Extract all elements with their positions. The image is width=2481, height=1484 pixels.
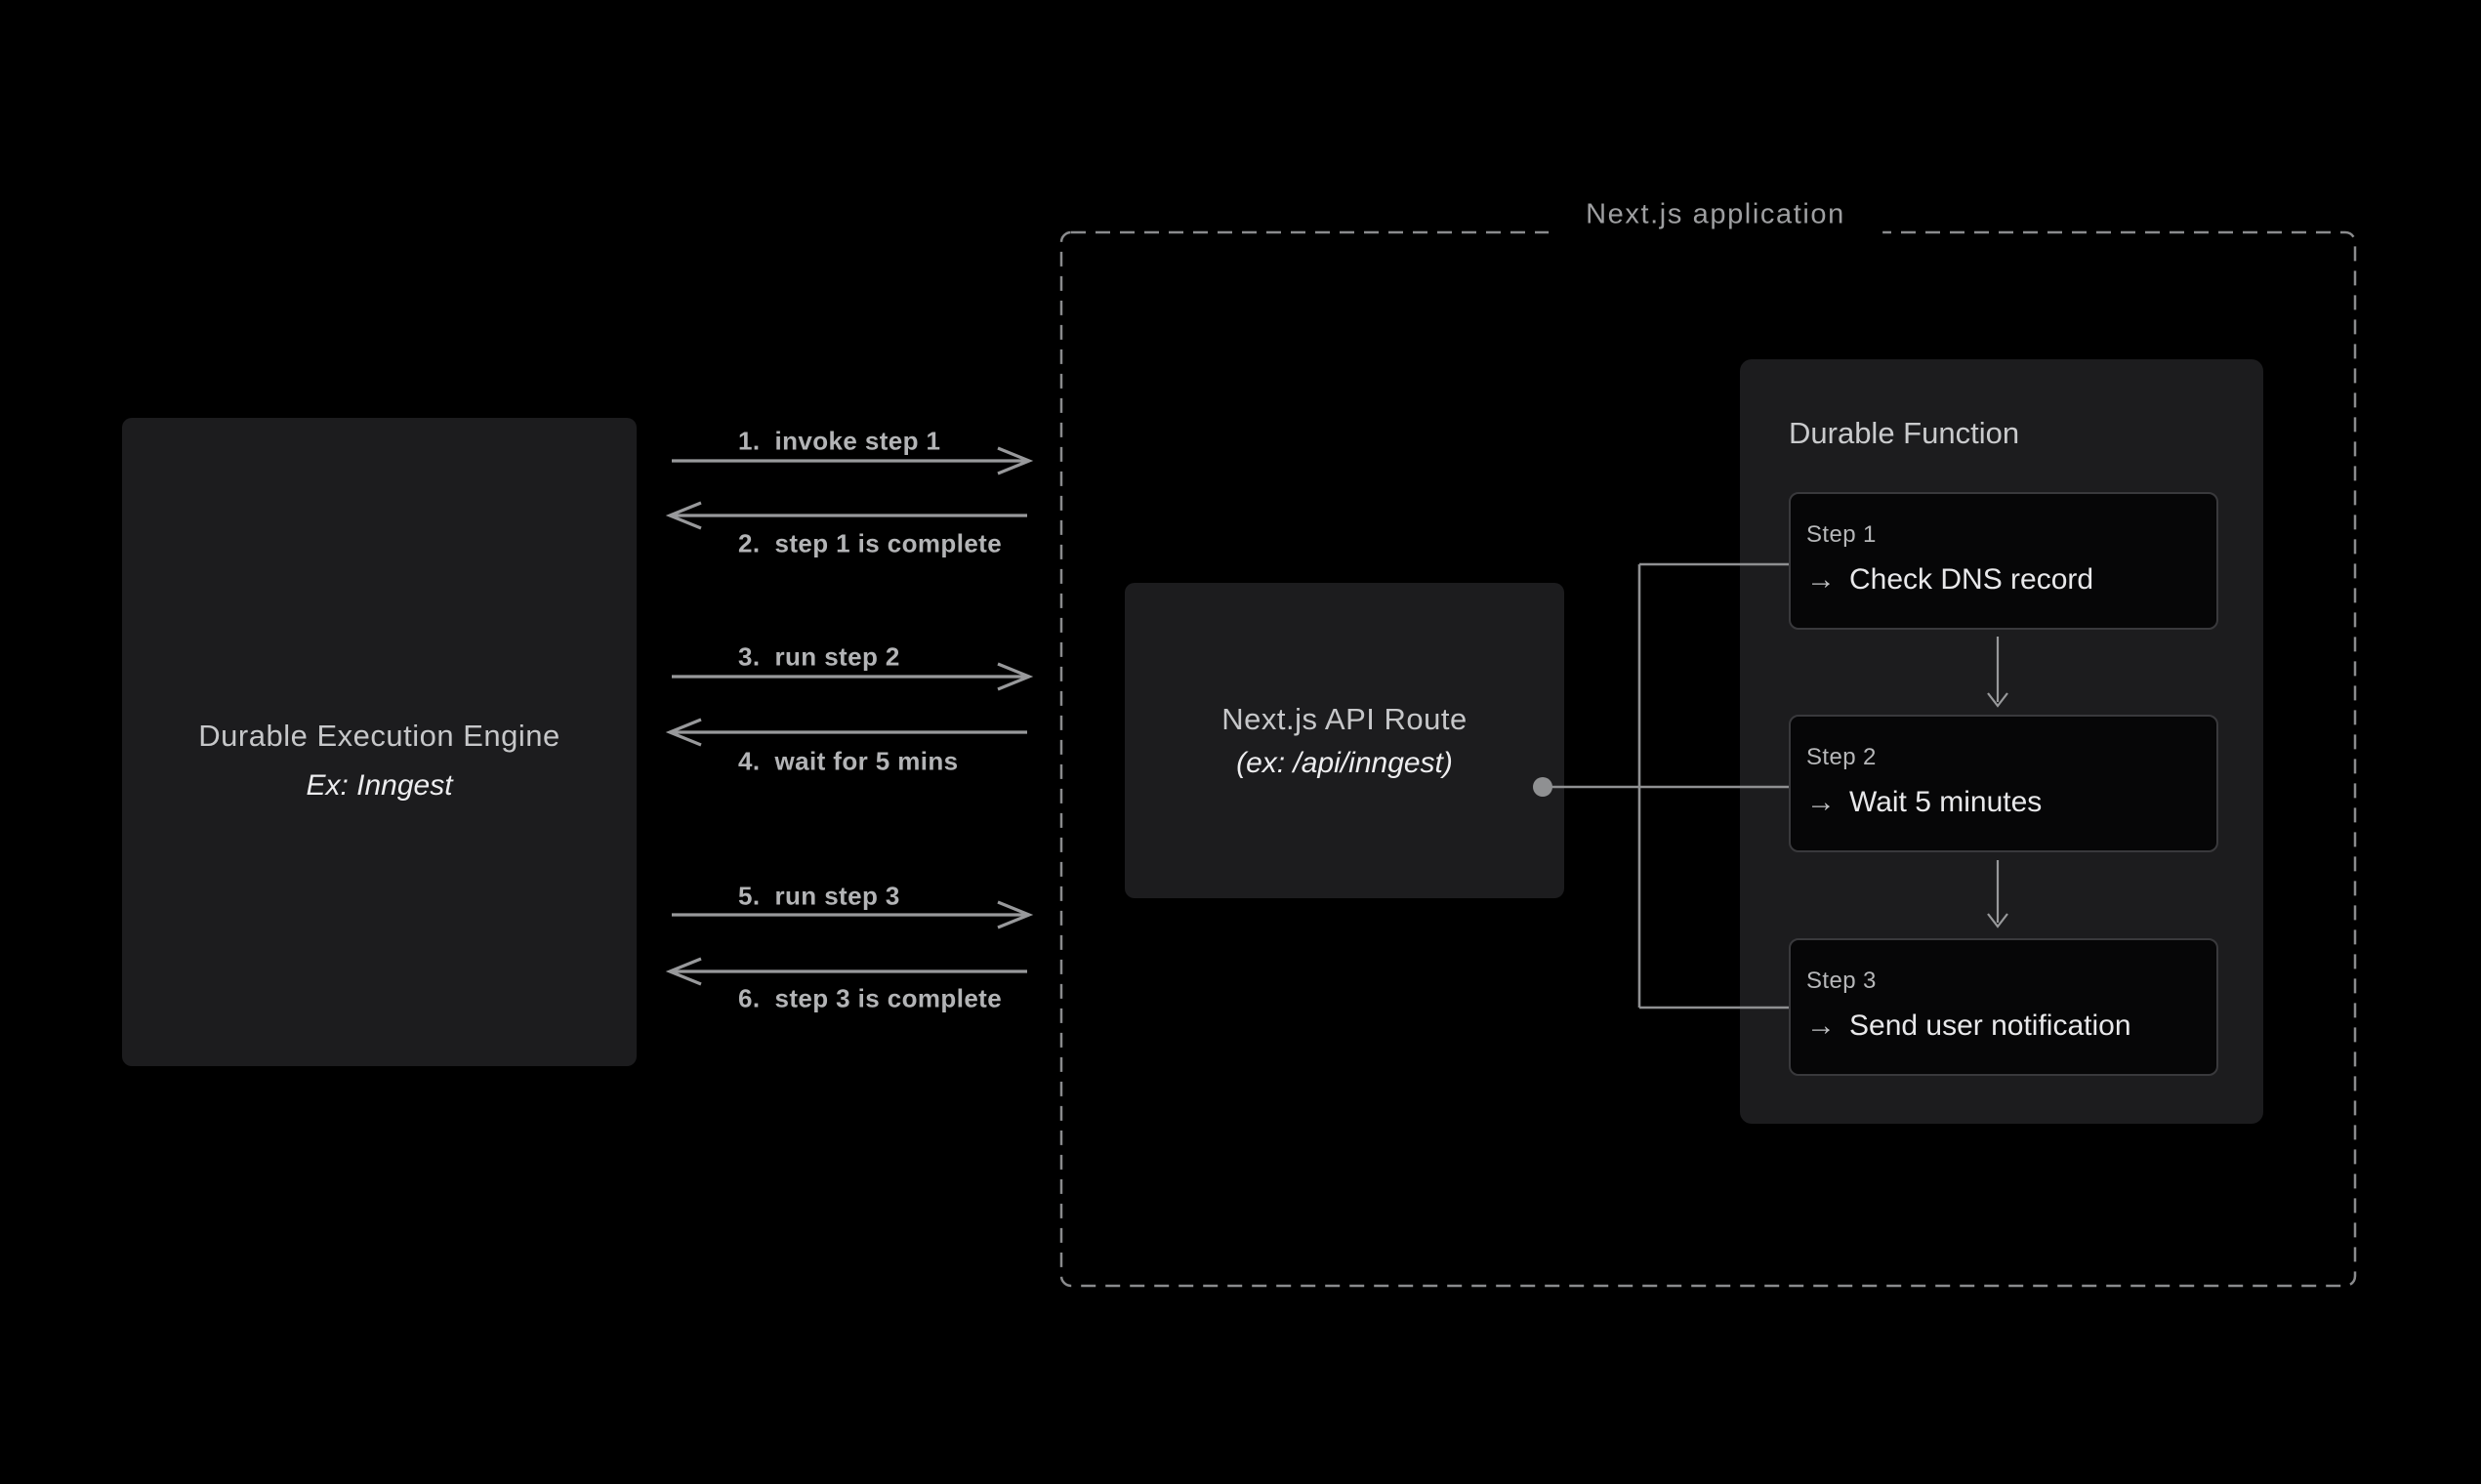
step-2-action-text: Wait 5 minutes	[1849, 786, 2043, 818]
step-1-complete-arrow	[665, 501, 1027, 530]
durable-function-panel: Durable Function Step 1 → Check DNS reco…	[1740, 359, 2263, 1124]
message-text: run step 3	[774, 881, 900, 911]
message-label-2: 2. step 1 is complete	[738, 529, 1002, 559]
api-route-subtitle: (ex: /api/inngest)	[1236, 746, 1453, 779]
durable-function-title: Durable Function	[1789, 416, 2020, 450]
step-3-label: Step 3	[1806, 968, 1877, 994]
message-label-6: 6. step 3 is complete	[738, 984, 1002, 1014]
arrow-right-icon: →	[1806, 563, 1836, 596]
message-number: 6.	[738, 983, 761, 1013]
wait-5-mins-arrow	[665, 718, 1027, 747]
durable-execution-engine-box: Durable Execution Engine Ex: Inngest	[122, 418, 637, 1066]
api-route-title: Next.js API Route	[1221, 701, 1468, 736]
step-3-action: → Send user notification	[1806, 1010, 2199, 1043]
step-card-2: Step 2 → Wait 5 minutes	[1789, 715, 2218, 852]
message-text: wait for 5 mins	[774, 746, 959, 776]
engine-title: Durable Execution Engine	[198, 719, 560, 753]
message-text: invoke step 1	[774, 426, 941, 456]
message-number: 1.	[738, 426, 761, 456]
message-text: step 1 is complete	[774, 528, 1003, 558]
message-text: run step 2	[774, 641, 900, 672]
arrow-right-icon: →	[1806, 786, 1836, 818]
nextjs-application-label: Next.js application	[1549, 192, 1882, 245]
step-2-action: → Wait 5 minutes	[1806, 786, 2199, 819]
step-card-1: Step 1 → Check DNS record	[1789, 492, 2218, 630]
message-label-1: 1. invoke step 1	[738, 427, 940, 457]
message-label-3: 3. run step 2	[738, 642, 900, 673]
nextjs-api-route-box: Next.js API Route (ex: /api/inngest)	[1125, 583, 1564, 898]
step-1-label: Step 1	[1806, 521, 1877, 548]
message-number: 4.	[738, 746, 761, 776]
step-2-label: Step 2	[1806, 744, 1877, 770]
step-3-action-text: Send user notification	[1849, 1010, 2131, 1042]
message-label-5: 5. run step 3	[738, 882, 900, 912]
message-number: 3.	[738, 641, 761, 672]
engine-subtitle: Ex: Inngest	[306, 769, 453, 802]
step-1-action-text: Check DNS record	[1849, 563, 2094, 596]
step-card-3: Step 3 → Send user notification	[1789, 938, 2218, 1076]
message-label-4: 4. wait for 5 mins	[738, 747, 959, 777]
message-number: 2.	[738, 528, 761, 558]
message-number: 5.	[738, 881, 761, 911]
arrow-right-icon: →	[1806, 1010, 1836, 1042]
message-text: step 3 is complete	[774, 983, 1003, 1013]
step-1-action: → Check DNS record	[1806, 563, 2199, 597]
step-3-complete-arrow	[665, 957, 1027, 986]
